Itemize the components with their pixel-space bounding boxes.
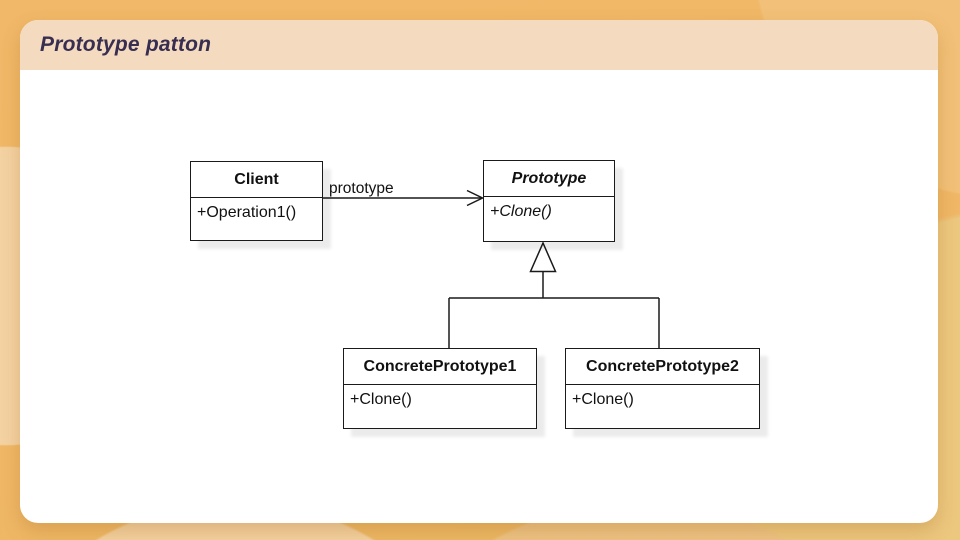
slide-card: Prototype patton (20, 20, 938, 523)
slide-header-band: Prototype patton (20, 20, 938, 70)
page-title: Prototype patton (40, 33, 212, 56)
